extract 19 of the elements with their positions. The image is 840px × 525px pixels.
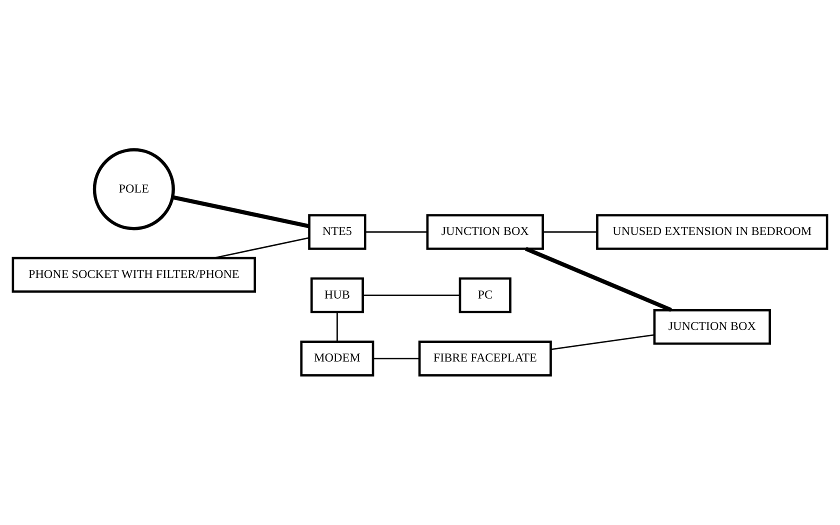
connector [542, 231, 597, 233]
node-box: NTE5 [308, 214, 366, 250]
connector [524, 246, 672, 312]
node-box: MODEM [300, 340, 374, 376]
node-box: PC [458, 277, 512, 314]
node-box: FIBRE FACEPLATE [418, 340, 552, 376]
connector [362, 294, 460, 296]
connector [172, 195, 310, 228]
connector [373, 358, 420, 360]
connector [336, 312, 338, 342]
node-box: JUNCTION BOX [653, 308, 771, 345]
connector [365, 231, 428, 233]
connector [550, 334, 654, 350]
connector [214, 237, 310, 259]
node-circle: POLE [92, 148, 175, 230]
node-box: PHONE SOCKET WITH FILTER/PHONE [12, 256, 256, 293]
node-box: JUNCTION BOX [426, 214, 544, 250]
node-box: UNUSED EXTENSION IN BEDROOM [596, 214, 828, 250]
node-box: HUB [310, 277, 364, 314]
